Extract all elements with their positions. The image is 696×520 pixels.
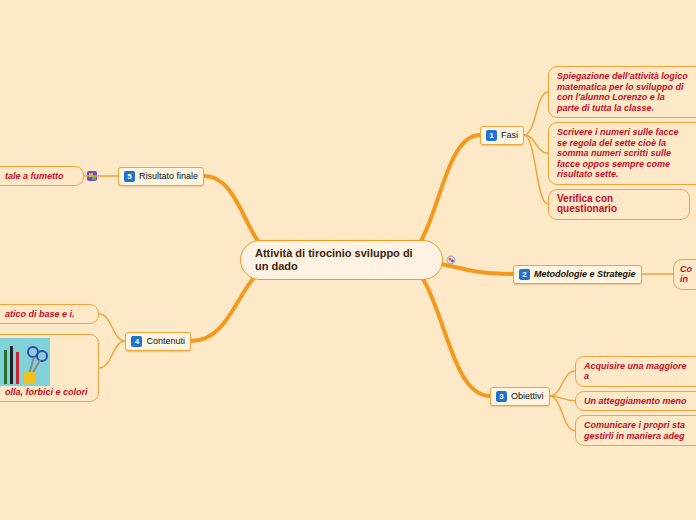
branch-topic: 5 Risultato finale (118, 167, 204, 186)
branch-topic: 2 Metodologie e Strategie (513, 265, 642, 284)
branch-number: 3 (496, 391, 507, 402)
branch-topic: 4 Contenuti (125, 332, 191, 351)
topic-label: Metodologie e Strategie (534, 269, 636, 279)
subtopic-box: atico di base e i. (0, 304, 99, 325)
topic-label: Co in (680, 264, 692, 285)
sub-branch (99, 314, 125, 341)
sub-branch (84, 175, 118, 177)
branch-number: 5 (124, 171, 135, 182)
sub-branch (99, 341, 125, 368)
topic-label: Comunicare i propri sta gestirli in mani… (584, 420, 685, 441)
subtopic-box: tale a fumetto (0, 166, 84, 187)
attachment-icon (447, 256, 455, 264)
subtopic-box: Comunicare i propri sta gestirli in mani… (575, 415, 696, 446)
subtopic-box: Acquisire una maggiore a (575, 356, 696, 387)
topic-label: olla, forbici e colori (5, 387, 88, 397)
topic-label: Scrivere i numeri sulle facce se regola … (557, 127, 679, 179)
subtopic-box: Spiegazione dell'attività logico matemat… (548, 66, 696, 118)
topic-label: Risultato finale (139, 171, 198, 181)
topic-label: Spiegazione dell'attività logico matemat… (557, 71, 688, 113)
subtopic-box: Co in (673, 259, 696, 290)
topic-label: Un atteggiamento meno (584, 396, 687, 406)
branch-number: 1 (486, 130, 497, 141)
scissors-picture (0, 338, 50, 386)
sub-branch (524, 92, 548, 135)
topic-label: Acquisire una maggiore a (584, 361, 687, 382)
subtopic-box: Un atteggiamento meno (575, 391, 696, 412)
sub-branch (550, 396, 575, 431)
topic-label: Verifica con questionario (557, 193, 617, 215)
branch-topic: 3 Obiettivi (490, 387, 550, 406)
branch-topic: 1 Fasi (480, 126, 524, 145)
sub-branch (642, 273, 673, 275)
topic-label: Fasi (501, 130, 518, 140)
subtopic-box: olla, forbici e colori (0, 334, 99, 403)
topic-label: Contenuti (146, 336, 185, 346)
central-topic: Attività di tirocinio sviluppo di un dad… (240, 240, 443, 280)
sub-branch (550, 371, 575, 396)
topic-label: atico di base e i. (5, 309, 75, 319)
subtopic-box: Verifica con questionario (548, 189, 690, 220)
sub-branch (524, 135, 548, 204)
branch-number: 2 (519, 269, 530, 280)
topic-label: Obiettivi (511, 391, 544, 401)
subtopic-box: Scrivere i numeri sulle facce se regola … (548, 122, 696, 185)
main-branch (397, 260, 491, 396)
topic-label: tale a fumetto (5, 171, 64, 181)
topic-label: Attività di tirocinio sviluppo di un dad… (255, 247, 413, 272)
branch-number: 4 (131, 336, 142, 347)
